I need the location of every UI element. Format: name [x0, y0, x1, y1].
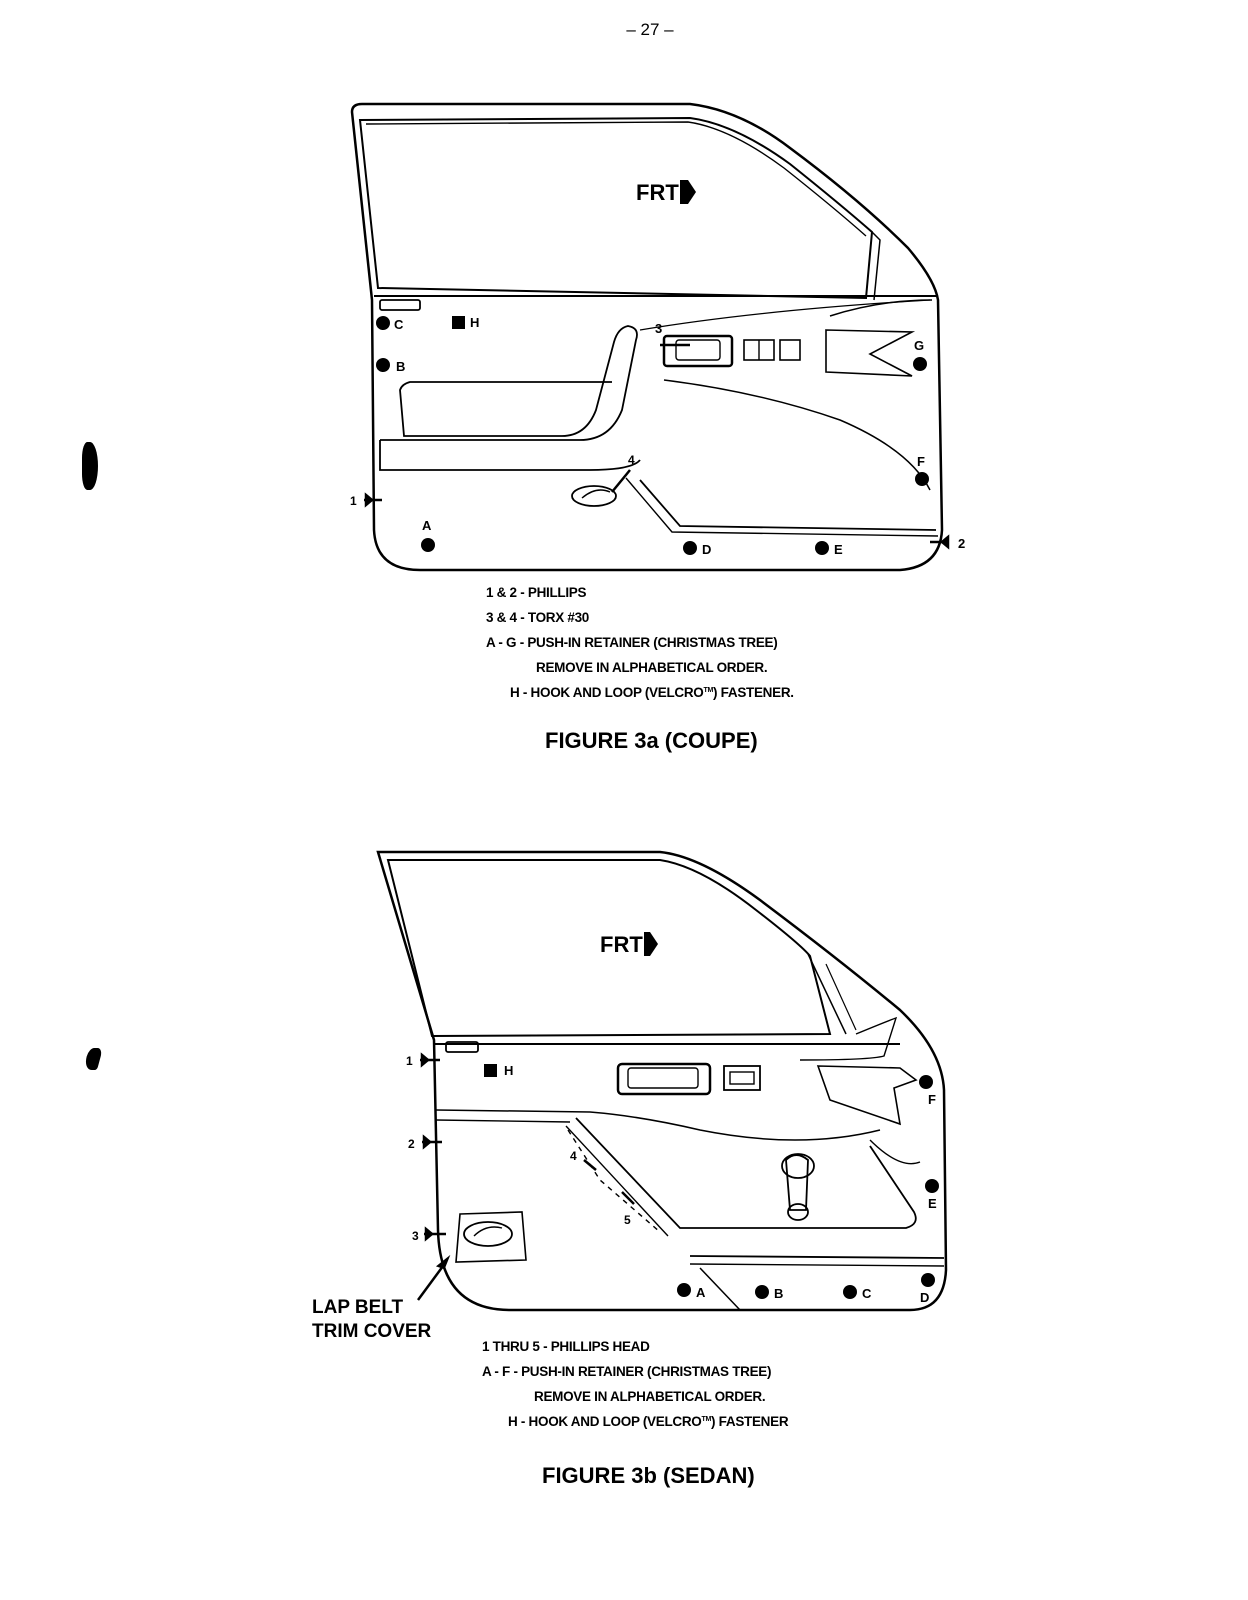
- figure-3a-door-diagram: FRT A B C D E F G H 1 2 3 4: [350, 102, 965, 572]
- sedan-screw-5: [621, 1191, 635, 1205]
- sedan-inside-handle: [616, 1062, 712, 1096]
- sedan-retainer-C: [843, 1285, 857, 1299]
- coupe-window-outline: [358, 116, 874, 300]
- coupe-retainer-F: [915, 472, 929, 486]
- sedan-door-outline: [376, 850, 948, 1312]
- sedan-velcro-H: [484, 1064, 497, 1077]
- sedan-screw-label-2: 2: [408, 1137, 415, 1151]
- coupe-switch-2: [779, 339, 801, 361]
- coupe-legend-line-5: H - HOOK AND LOOP (VELCROTM) FASTENER.: [510, 685, 794, 700]
- coupe-retainer-C: [376, 316, 390, 330]
- sedan-label-C: C: [862, 1286, 872, 1301]
- coupe-velcro-H: [452, 316, 465, 329]
- coupe-caption: FIGURE 3a (COUPE): [545, 728, 758, 753]
- coupe-screw-label-2: 2: [958, 536, 965, 551]
- sedan-legend-line-1: 1 THRU 5 - PHILLIPS HEAD: [482, 1339, 650, 1354]
- coupe-lower-cup: [571, 485, 617, 507]
- sedan-frt-arrow-icon: [644, 932, 658, 956]
- coupe-label-B: B: [396, 359, 405, 374]
- sedan-legend: 1 THRU 5 - PHILLIPS HEAD A - F - PUSH-IN…: [482, 1334, 789, 1434]
- sedan-screw-label-5: 5: [624, 1213, 631, 1227]
- sedan-screw-label-4: 4: [570, 1149, 577, 1163]
- sedan-legend-line-4: H - HOOK AND LOOP (VELCROTM) FASTENER: [508, 1414, 789, 1429]
- sedan-screw-label-3: 3: [412, 1229, 419, 1243]
- coupe-legend-line-3: A - G - PUSH-IN RETAINER (CHRISTMAS TREE…: [486, 635, 778, 650]
- sedan-retainer-F: [919, 1075, 933, 1089]
- sedan-label-E: E: [928, 1196, 937, 1211]
- coupe-screw-4: [611, 469, 631, 493]
- sedan-lap-belt-trim-cover: [455, 1211, 527, 1263]
- coupe-label-C: C: [394, 317, 404, 332]
- coupe-retainer-B: [376, 358, 390, 372]
- coupe-armrest: [380, 325, 638, 441]
- coupe-frt-label: FRT: [636, 180, 679, 205]
- coupe-door-outline: [350, 102, 944, 572]
- sedan-retainer-B: [755, 1285, 769, 1299]
- sedan-label-H: H: [504, 1063, 513, 1078]
- sedan-label-F: F: [928, 1092, 936, 1107]
- sedan-caption: FIGURE 3b (SEDAN): [542, 1463, 755, 1488]
- scan-mark-1: [82, 442, 98, 490]
- coupe-label-H: H: [470, 315, 479, 330]
- sedan-vent: [445, 1041, 479, 1053]
- coupe-screw-label-4: 4: [628, 453, 635, 467]
- sedan-label-A: A: [696, 1285, 706, 1300]
- page-number: – 27 –: [626, 20, 674, 39]
- sedan-legend-line-3: REMOVE IN ALPHABETICAL ORDER.: [534, 1389, 766, 1404]
- coupe-retainer-D: [683, 541, 697, 555]
- coupe-frt-arrow-icon: [680, 180, 696, 204]
- coupe-label-F: F: [917, 454, 925, 469]
- lap-belt-callout: LAP BELT TRIM COVER: [312, 1296, 431, 1344]
- sedan-legend-line-2: A - F - PUSH-IN RETAINER (CHRISTMAS TREE…: [482, 1364, 772, 1379]
- sedan-switch: [723, 1065, 761, 1091]
- coupe-label-E: E: [834, 542, 843, 557]
- coupe-screw-label-3: 3: [655, 321, 662, 336]
- lap-belt-callout-line-1: LAP BELT: [312, 1297, 404, 1318]
- coupe-label-G: G: [914, 338, 924, 353]
- coupe-legend-line-4: REMOVE IN ALPHABETICAL ORDER.: [536, 660, 768, 675]
- coupe-retainer-A: [421, 538, 435, 552]
- coupe-retainer-G: [913, 357, 927, 371]
- coupe-legend-line-2: 3 & 4 - TORX #30: [486, 610, 589, 625]
- coupe-vent: [379, 299, 421, 311]
- sedan-frt-label: FRT: [600, 932, 643, 957]
- lap-belt-callout-line-2: TRIM COVER: [312, 1321, 432, 1342]
- sedan-retainer-A: [677, 1283, 691, 1297]
- coupe-screw-label-1: 1: [350, 494, 357, 508]
- coupe-inside-handle: [662, 334, 734, 368]
- sedan-screw-label-1: 1: [406, 1054, 413, 1068]
- sedan-retainer-E: [925, 1179, 939, 1193]
- sedan-screw-4: [583, 1159, 597, 1171]
- sedan-label-B: B: [774, 1286, 783, 1301]
- coupe-legend-line-1: 1 & 2 - PHILLIPS: [486, 585, 587, 600]
- coupe-legend: 1 & 2 - PHILLIPS 3 & 4 - TORX #30 A - G …: [486, 580, 794, 705]
- coupe-retainer-E: [815, 541, 829, 555]
- sedan-retainer-D: [921, 1273, 935, 1287]
- sedan-pull-handle: [785, 1154, 809, 1211]
- sedan-label-D: D: [920, 1290, 929, 1305]
- coupe-label-D: D: [702, 542, 711, 557]
- coupe-label-A: A: [422, 518, 432, 533]
